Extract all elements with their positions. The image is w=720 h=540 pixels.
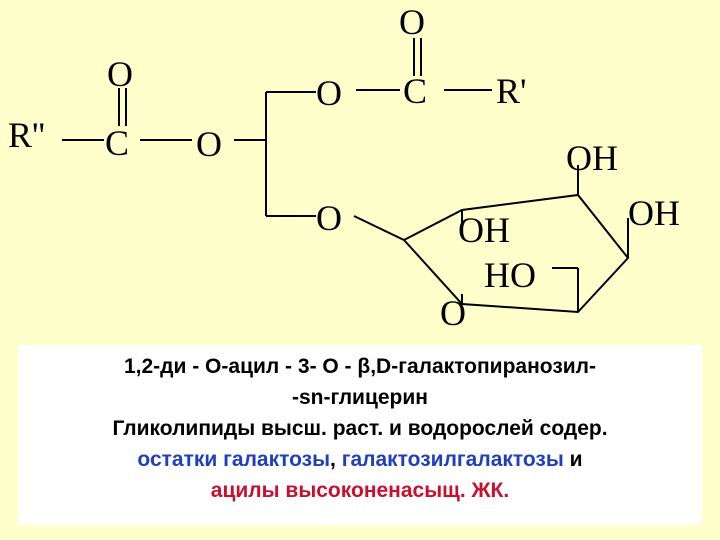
atom-c-top: C	[403, 71, 427, 111]
caption-galactose-residues: остатки галактозы	[137, 448, 331, 471]
atom-o-left-top: O	[107, 54, 133, 94]
atom-r-prime: R'	[496, 71, 527, 111]
atom-oh-middle: OH	[458, 210, 510, 250]
atom-r-double-prime: R''	[8, 115, 45, 155]
caption-line-5: ацилы высоконенасыщ. ЖК.	[210, 479, 510, 502]
caption-line-4: остатки галактозы, галактозилгалактозы и	[18, 444, 702, 475]
bond-o-glycosidic-ring	[353, 215, 405, 241]
atom-o-ring: O	[440, 293, 466, 333]
caption-line-1: 1,2-ди - О-ацил - 3- О - β,D-галактопира…	[123, 355, 597, 378]
atom-o-ester-left: O	[196, 124, 222, 164]
atom-c-left: C	[105, 123, 129, 163]
structural-formula: O C R' O O C R'' O O OH OH OH HO O	[8, 2, 680, 333]
atom-oh-top-right: OH	[566, 138, 618, 178]
caption-line-3: Гликолипиды высш. раст. и водорослей сод…	[112, 417, 608, 440]
atom-o-top: O	[399, 2, 425, 42]
caption-box: 1,2-ди - О-ацил - 3- О - β,D-галактопира…	[18, 345, 702, 525]
caption-galactosylgalactose: галактозилгалактозы	[341, 448, 564, 471]
atom-o-ester-top: O	[316, 73, 342, 113]
caption-line-2: -sn-глицерин	[292, 386, 428, 409]
atom-o-glycosidic: O	[316, 198, 342, 238]
caption-and: и	[569, 448, 583, 471]
atom-oh-right: OH	[628, 193, 680, 233]
atom-ho: HO	[484, 255, 536, 295]
caption-comma: ,	[330, 448, 336, 471]
